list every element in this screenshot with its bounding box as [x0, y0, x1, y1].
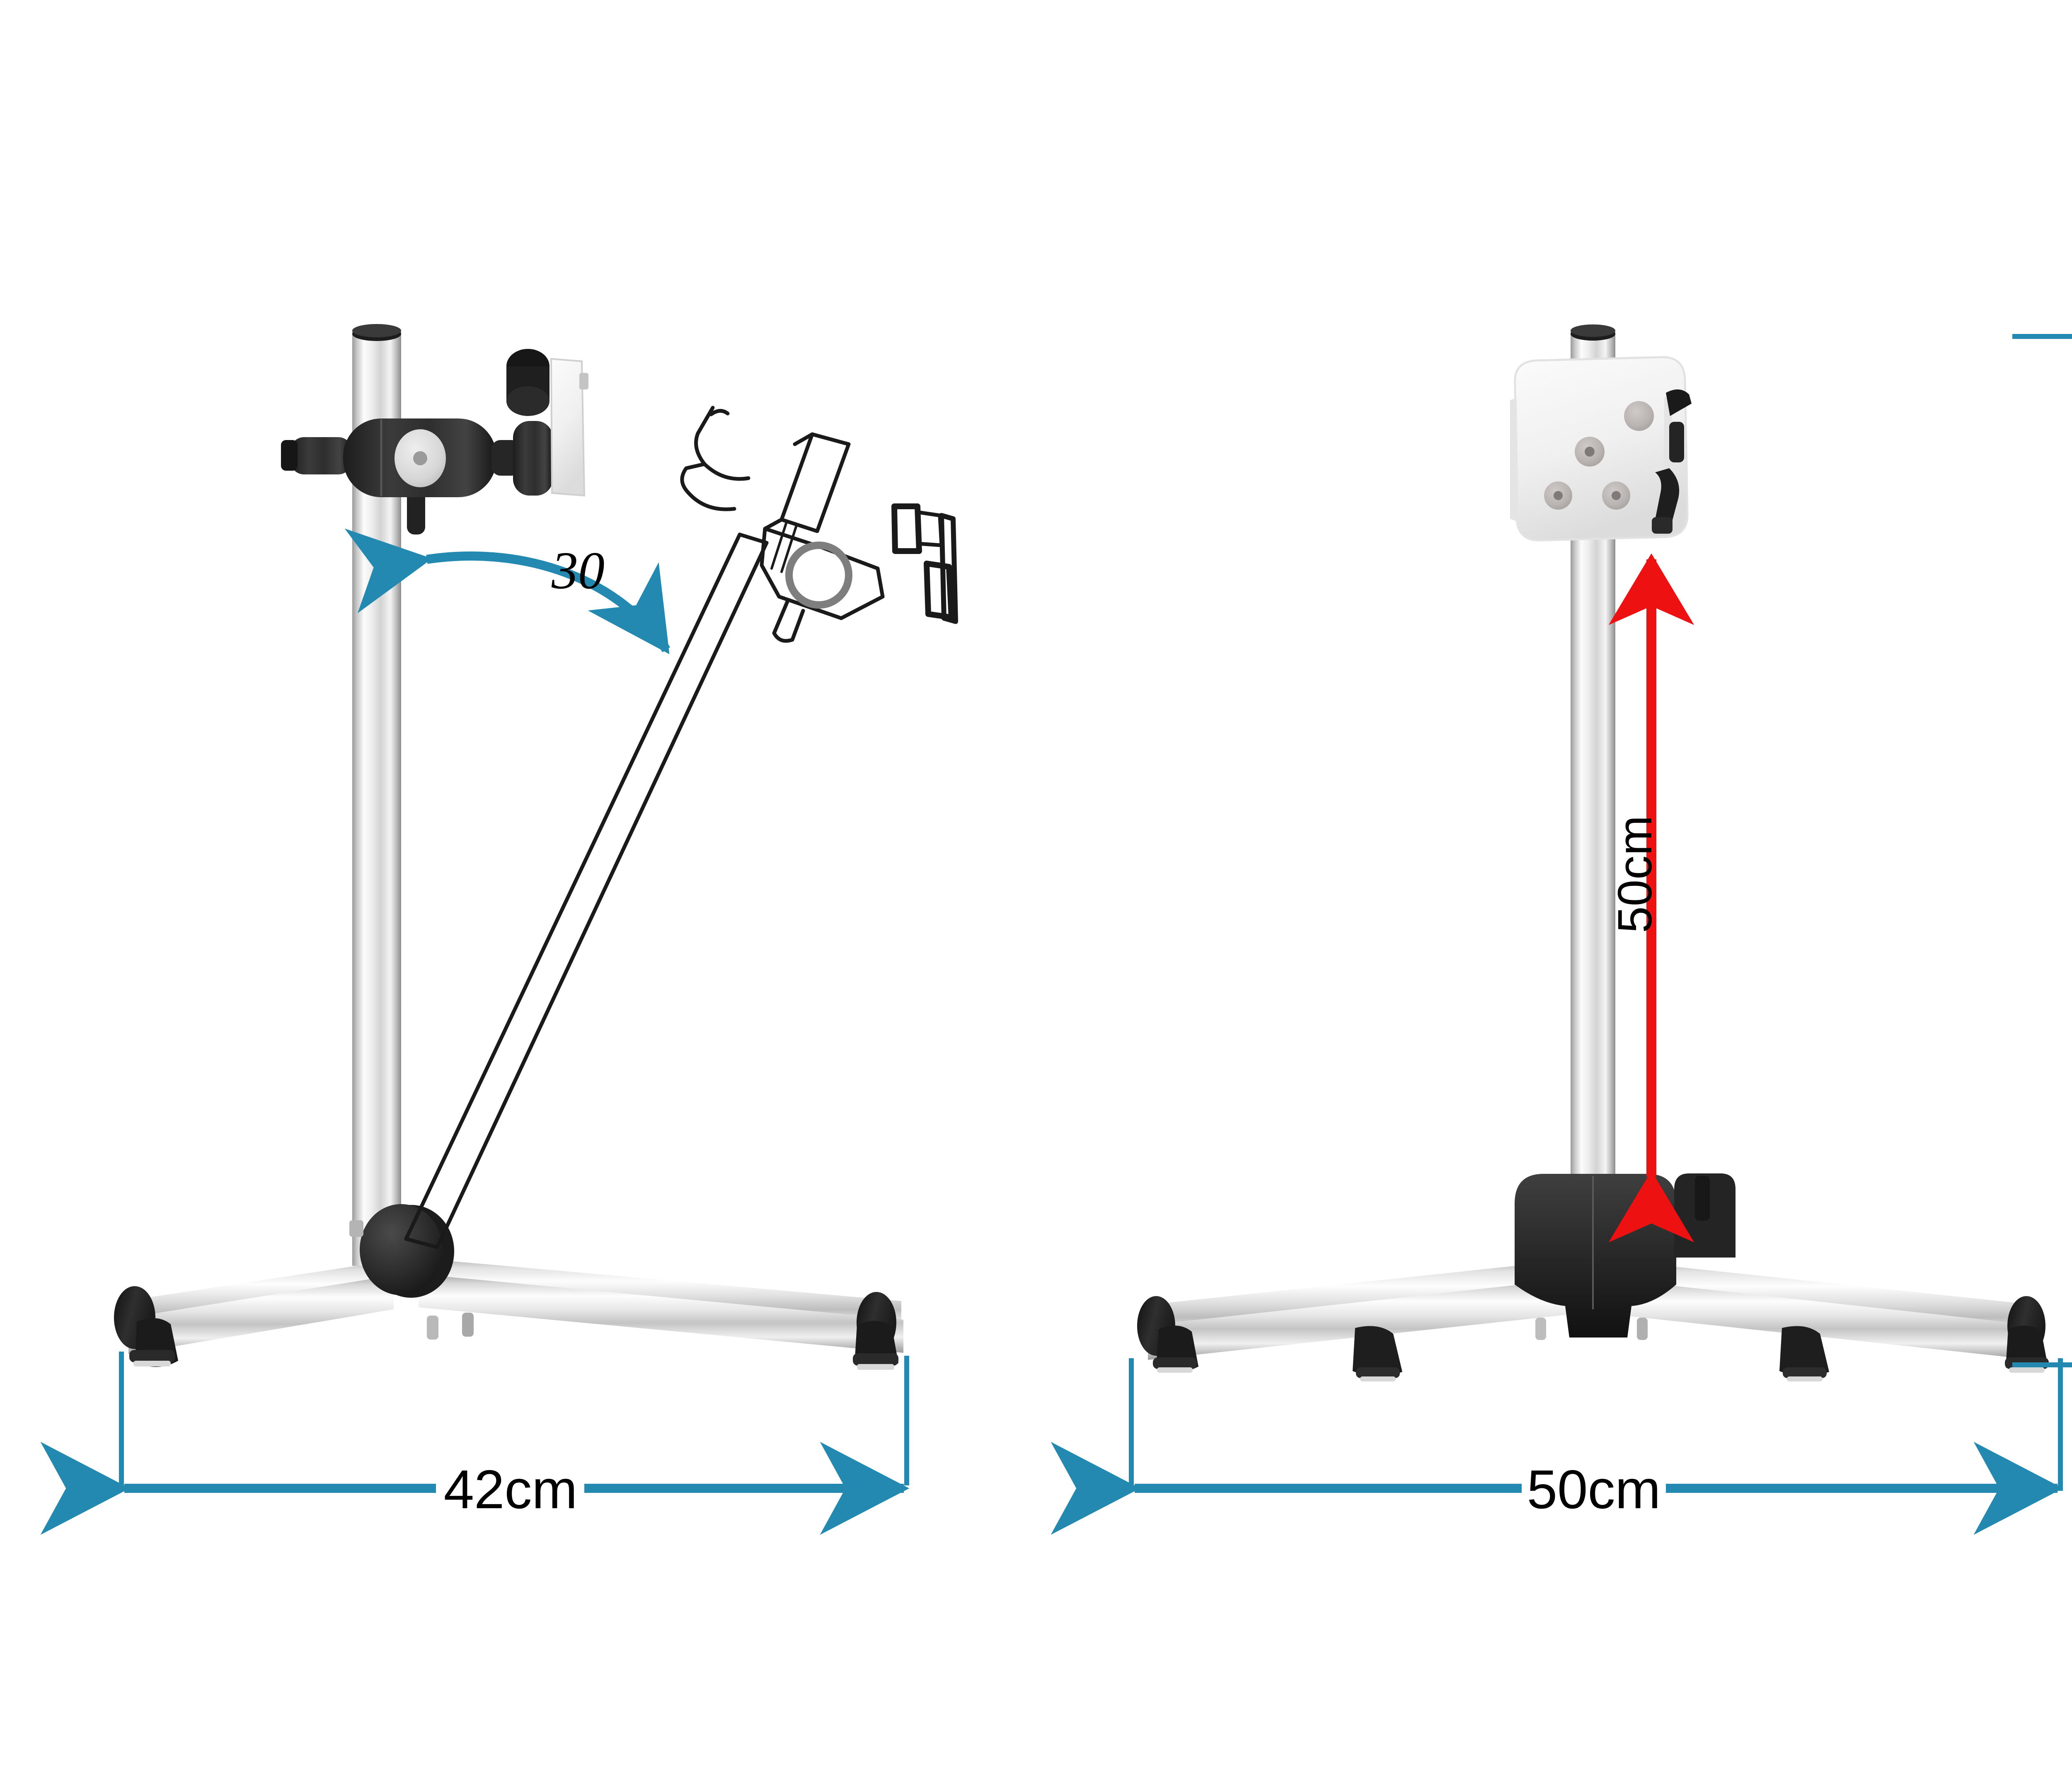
left-width-label: 42cm: [444, 1459, 578, 1520]
left-base-screw-1: [427, 1316, 438, 1340]
left-base-screw-2: [462, 1313, 474, 1337]
dimension-right-width: 50cm: [1051, 1358, 2063, 1535]
left-mount-plate: [550, 358, 586, 497]
left-tilted-arm-phantom: [404, 406, 958, 1249]
left-pivot-hub: [349, 1204, 454, 1298]
right-base-tubular: [1144, 1260, 2039, 1360]
right-column-height-label: 50cm: [1608, 815, 1662, 933]
left-base-leg-front-right: [419, 1274, 903, 1353]
right-lock-lever[interactable]: [1669, 422, 1684, 462]
right-base-screw-1: [1535, 1318, 1546, 1340]
left-base-leg-front-left: [128, 1275, 394, 1354]
left-view-group: [114, 324, 958, 1370]
right-base-foot-far-left: [1137, 1296, 1198, 1373]
right-lock-lever-top: [1666, 389, 1692, 416]
dimension-right-column-height: 50cm: [1608, 553, 1694, 1243]
left-base-foot-right: [853, 1292, 898, 1370]
right-mount-plate: [1510, 356, 1692, 542]
left-hub-screw: [349, 1220, 363, 1237]
right-base-foot-mid-left: [1353, 1326, 1402, 1381]
angle-value-label: 30: [551, 541, 605, 600]
angle-annotation-30: 30: [344, 528, 670, 654]
dimension-left-width: 42cm: [40, 1352, 910, 1535]
right-base-foot-mid-right: [1779, 1326, 1829, 1381]
plate-screw-1: [1624, 401, 1654, 431]
right-base-leg-front-right: [1604, 1278, 2035, 1360]
right-base-leg-front-left: [1148, 1278, 1579, 1360]
left-base-tubular: [124, 1258, 903, 1354]
left-ball-head: [281, 349, 588, 535]
left-head-knob: [290, 437, 352, 474]
angle-arc-arrow: [344, 528, 670, 654]
right-base-screw-2: [1637, 1318, 1648, 1340]
right-width-label: 50cm: [1527, 1459, 1661, 1520]
left-base-foot-left: [114, 1286, 178, 1367]
dimension-total-height: 54cm: [2012, 334, 2072, 1367]
right-base-foot-far-right: [2005, 1296, 2049, 1373]
